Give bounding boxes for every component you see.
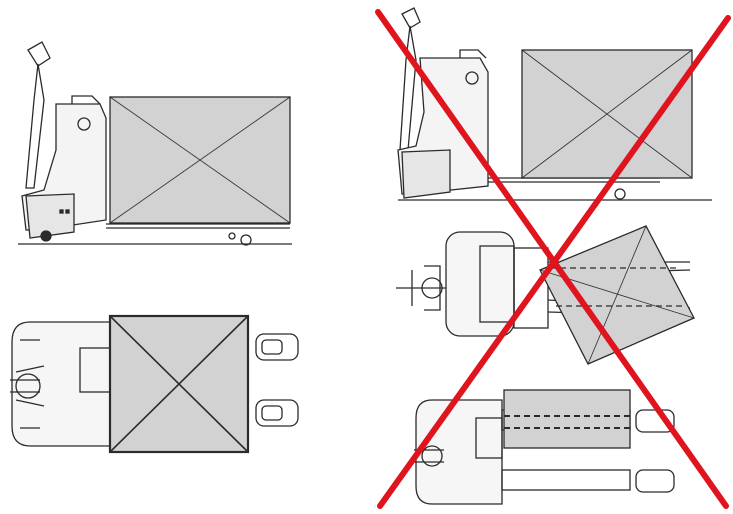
correct-top-view bbox=[10, 314, 299, 454]
load-box-icon bbox=[521, 49, 693, 179]
load-box-icon bbox=[109, 96, 291, 224]
correct-side-view bbox=[18, 41, 292, 246]
load-box-icon bbox=[539, 225, 695, 365]
tiller-handle-icon bbox=[25, 41, 51, 189]
tiller-handle-icon bbox=[399, 7, 421, 151]
incorrect-side-view bbox=[397, 7, 712, 201]
load-box-icon bbox=[108, 314, 250, 454]
pallet-truck-side-icon bbox=[21, 95, 290, 246]
red-x-icon bbox=[375, 9, 731, 509]
incorrect-top-view-angled bbox=[396, 225, 695, 365]
load-box-icon bbox=[503, 389, 631, 449]
